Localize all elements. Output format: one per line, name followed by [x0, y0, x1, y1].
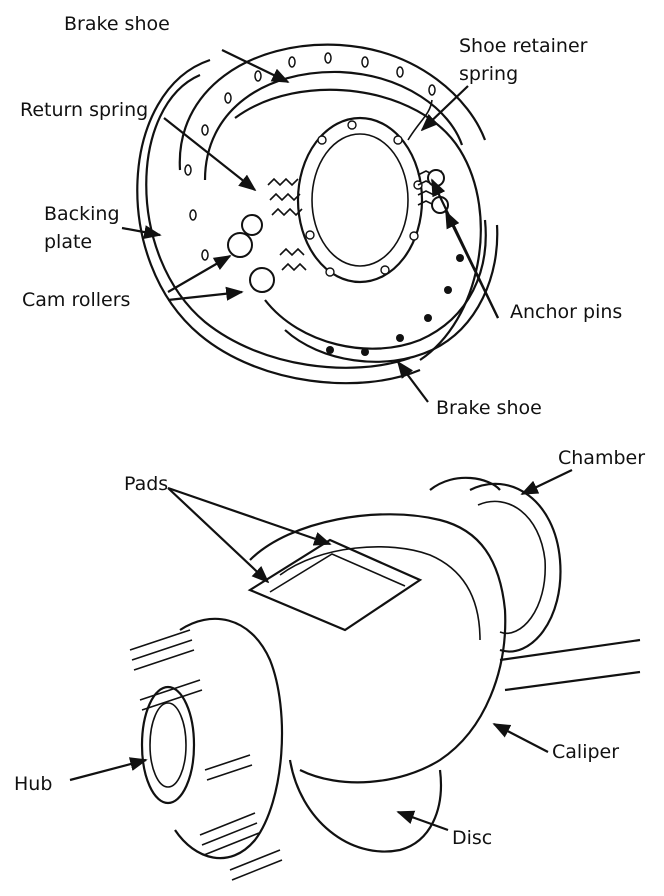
lower-shoe-rivets [326, 254, 464, 356]
drum-brake-illustration [136, 43, 499, 385]
wheel-studs [129, 629, 283, 881]
label-pads: Pads [124, 473, 168, 495]
label-cam-rollers: Cam rollers [22, 289, 130, 311]
label-anchor-pins: Anchor pins [510, 301, 622, 323]
label-brake-shoe-bottom: Brake shoe [436, 397, 542, 419]
drum-brake-leaders [121, 49, 499, 403]
label-chamber: Chamber [558, 447, 645, 469]
label-brake-shoe-top: Brake shoe [64, 13, 170, 35]
label-disc: Disc [452, 827, 492, 849]
label-return-spring: Return spring [20, 99, 148, 121]
label-hub: Hub [14, 773, 52, 795]
hub-bolt-holes [305, 120, 423, 277]
label-backing-plate-line1: Backing [44, 203, 120, 225]
label-shoe-retainer-spring-line1: Shoe retainer [459, 35, 588, 57]
disc-brake-leaders [69, 469, 573, 832]
shoe-lining-holes [184, 52, 436, 261]
label-backing-plate-line2: plate [44, 231, 92, 253]
disc-brake-illustration [129, 476, 641, 881]
label-shoe-retainer-spring-line2: spring [459, 63, 518, 85]
drum-brake-labels: Brake shoe Shoe retainer spring Return s… [20, 13, 622, 419]
disc-brake-labels: Chamber Pads Caliper Hub Disc [14, 447, 645, 849]
label-caliper: Caliper [552, 741, 619, 763]
